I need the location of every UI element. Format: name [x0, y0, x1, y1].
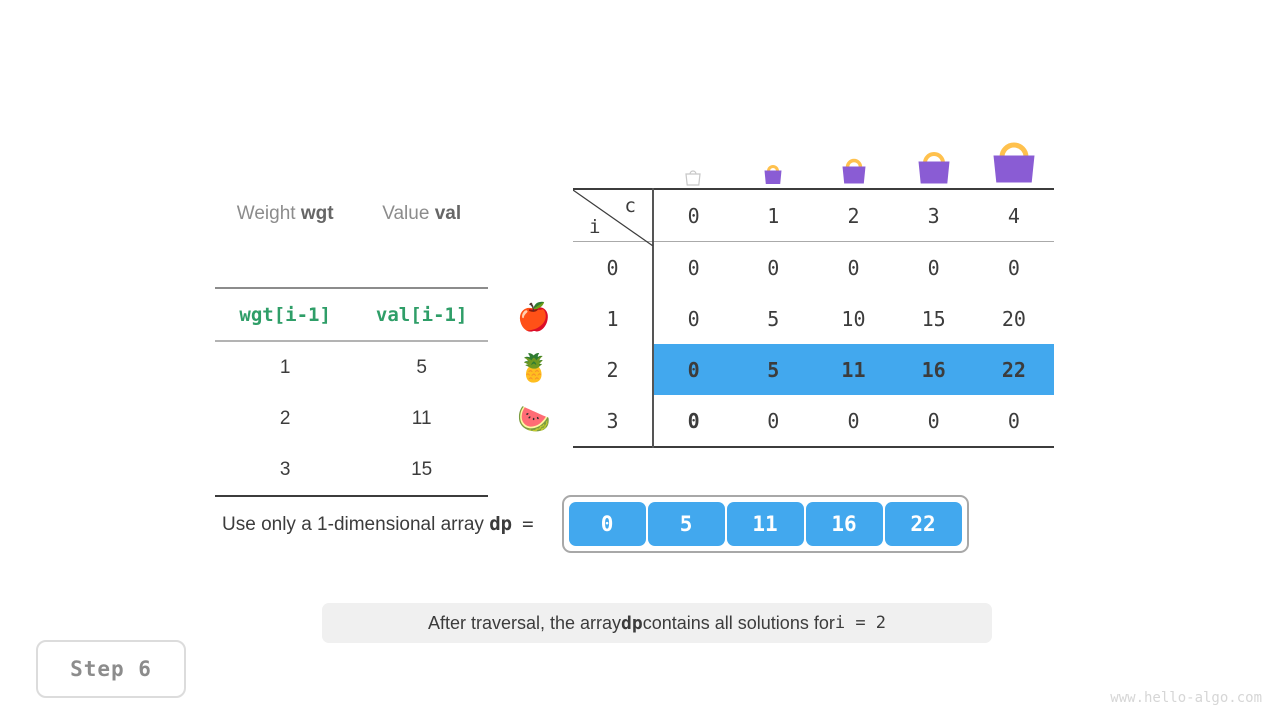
items-subheader-weight-expr: wgt[i-1]	[215, 288, 356, 342]
dp-matrix-header-row: c i 0 1 2 3 4	[573, 189, 1054, 246]
watermark: www.hello-algo.com	[1110, 690, 1262, 706]
capacity-header-2: 2	[813, 189, 894, 242]
dp-cell: 0	[847, 408, 860, 433]
value-prefix: Value	[382, 203, 435, 224]
capacity-header-4: 4	[973, 189, 1054, 242]
dp-matrix: c i 0 1 2 3 4 0 0 0 0 0 0 1 0 5	[573, 120, 1054, 448]
fruit-icon-column: 🍎 🍍 🍉	[510, 292, 558, 445]
value-var: val	[434, 203, 462, 224]
row-index: 2	[573, 344, 654, 395]
dp-array-cell: 22	[884, 502, 962, 546]
items-header-value: Value val	[355, 192, 488, 236]
capacity-header-3: 3	[893, 189, 974, 242]
dp-cell: 22	[973, 344, 1054, 395]
capacity-header-1: 1	[733, 189, 814, 242]
dp-cell: 0	[653, 344, 734, 395]
dp-label-equals: =	[522, 512, 534, 535]
dp-cell: 0	[687, 306, 700, 331]
items-header-rule	[215, 236, 488, 289]
watermelon-icon: 🍉	[517, 404, 551, 434]
item-weight: 3	[279, 458, 291, 480]
dp-cell: 10	[841, 306, 866, 331]
apple-icon: 🍎	[517, 302, 551, 332]
dp-array-cell: 16	[805, 502, 883, 546]
corner-cell: c i	[573, 189, 654, 246]
bag-size-4-icon	[974, 118, 1054, 188]
bag-empty-icon	[653, 118, 733, 188]
dp-label-prefix: Use only a 1-dimensional array	[222, 513, 490, 535]
dp-cell: 20	[1001, 306, 1026, 331]
dp-matrix-grid: c i 0 1 2 3 4 0 0 0 0 0 0 1 0 5	[573, 188, 1054, 448]
caption-part-2: contains all solutions for	[642, 612, 835, 633]
dp-array-section: Use only a 1-dimensional array dp = 0 5 1…	[222, 495, 1062, 553]
items-table: Weight wgt Value val wgt[i-1] val[i-1] 1…	[215, 192, 488, 548]
row-index: 0	[573, 241, 654, 293]
bag-size-1-icon	[733, 118, 813, 188]
item-value: 15	[411, 458, 433, 480]
dp-cell: 0	[1007, 408, 1020, 433]
weight-var: wgt	[300, 203, 334, 224]
table-row-highlighted: 2 0 5 11 16 22	[573, 344, 1054, 395]
item-weight: 1	[279, 356, 291, 378]
dp-cell: 11	[813, 344, 894, 395]
caption-mono-term: i = 2	[834, 613, 887, 633]
caption-bold-term: dp	[621, 612, 643, 634]
dp-cell: 0	[687, 408, 700, 433]
items-header-weight: Weight wgt	[215, 192, 355, 236]
caption-banner: After traversal, the array dp contains a…	[322, 603, 992, 643]
dp-array-cell: 0	[568, 502, 646, 546]
item-value: 5	[416, 356, 427, 378]
items-subheader-value-expr: val[i-1]	[355, 288, 488, 342]
table-row: 0 0 0 0 0 0	[573, 241, 1054, 293]
bag-size-2-icon	[813, 118, 893, 188]
capacity-header-0: 0	[653, 189, 734, 242]
dp-cell: 0	[767, 408, 780, 433]
bag-size-3-icon	[894, 118, 974, 188]
caption-part-1: After traversal, the array	[427, 612, 622, 633]
dp-cell: 0	[927, 408, 940, 433]
items-table-header-row: Weight wgt Value val	[215, 192, 488, 236]
dp-cell: 0	[847, 255, 860, 280]
table-row: 1 0 5 10 15 20	[573, 293, 1054, 344]
step-badge: Step 6	[36, 640, 186, 698]
table-row: 1 5	[215, 341, 488, 393]
corner-col-label: c	[624, 195, 636, 217]
row-index: 3	[573, 395, 654, 447]
dp-cell: 0	[1007, 255, 1020, 280]
items-bottom-rule	[215, 495, 488, 548]
bag-icon-row	[573, 120, 1054, 188]
row-index: 1	[573, 293, 654, 344]
corner-row-label: i	[589, 216, 601, 238]
dp-cell: 5	[767, 306, 780, 331]
items-subheader-row: wgt[i-1] val[i-1]	[215, 288, 488, 342]
dp-cell: 0	[687, 255, 700, 280]
table-row: 3 15	[215, 444, 488, 496]
dp-cell: 16	[893, 344, 974, 395]
pineapple-icon: 🍍	[517, 353, 551, 383]
dp-cell: 0	[767, 255, 780, 280]
item-weight: 2	[279, 407, 291, 429]
items-table-grid: Weight wgt Value val wgt[i-1] val[i-1] 1…	[215, 192, 488, 548]
item-value: 11	[411, 407, 432, 429]
dp-array-label: Use only a 1-dimensional array dp =	[222, 513, 534, 536]
dp-array-cell: 5	[647, 502, 725, 546]
dp-array-cell: 11	[726, 502, 804, 546]
weight-prefix: Weight	[236, 203, 301, 224]
table-row: 3 0 0 0 0 0	[573, 395, 1054, 447]
dp-array-container: 0 5 11 16 22	[561, 495, 969, 553]
table-row: 2 11	[215, 393, 488, 444]
dp-cell: 15	[921, 306, 946, 331]
dp-cell: 0	[927, 255, 940, 280]
dp-label-var: dp	[489, 512, 513, 535]
dp-cell: 5	[733, 344, 814, 395]
